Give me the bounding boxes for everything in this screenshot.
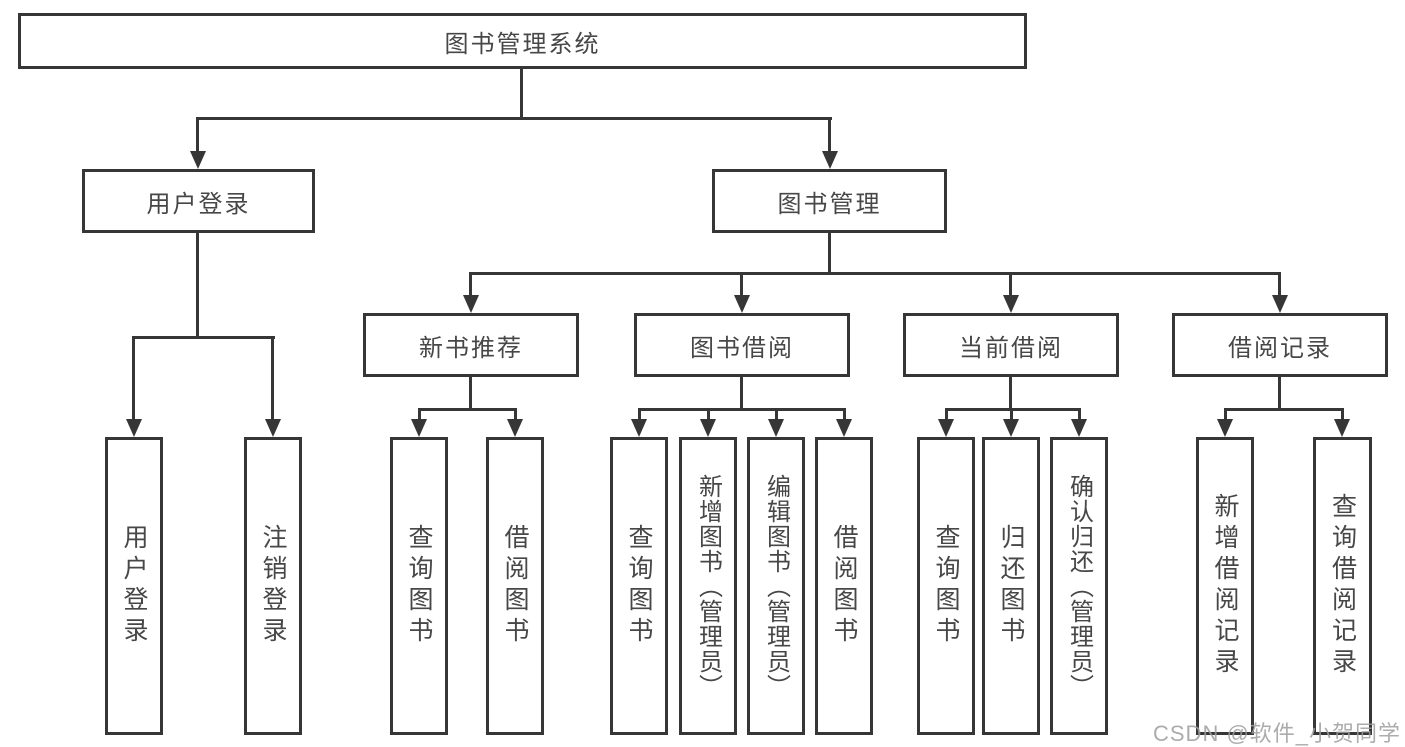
connector-line [775,408,778,421]
node-current-borrowing: 当前借阅 [903,313,1119,377]
leaf-query-borrow-record: 查询借阅记录 [1313,437,1372,735]
leaf-return-book: 归还图书 [982,437,1040,735]
node-root-library-system: 图书管理系统 [18,13,1027,69]
leaf-logout: 注销登录 [244,437,302,735]
connector-line [514,408,517,421]
down-arrowhead-icon [411,419,427,437]
connector-line [843,408,846,421]
down-arrowhead-icon [1071,419,1087,437]
leaf-query-books-current: 查询图书 [917,437,975,735]
down-arrowhead-icon [938,419,954,437]
leaf-edit-book-admin: 编辑图书（管理员） [747,437,805,735]
connector-line [1010,408,1013,421]
down-arrowhead-icon [1003,419,1019,437]
leaf-query-books-borrowing: 查询图书 [610,437,668,735]
node-borrowing-records: 借阅记录 [1172,313,1388,377]
down-arrowhead-icon [822,151,838,169]
connector-hline [1224,408,1344,411]
connector-hline [418,408,517,411]
connector-book-mgmt-stem [828,233,831,274]
down-arrowhead-icon [126,419,142,437]
connector-root-stem [520,68,523,118]
leaf-user-login: 用户登录 [105,437,163,735]
down-arrowhead-icon [190,151,206,169]
leaf-borrow-books-borrowing: 借阅图书 [815,437,873,735]
leaf-add-borrow-record: 新增借阅记录 [1196,437,1254,735]
down-arrowhead-icon [507,419,523,437]
down-arrowhead-icon [631,419,647,437]
connector-line [638,408,641,421]
down-arrowhead-icon [1217,419,1233,437]
connector-level2-hline [197,117,832,120]
watermark: CSDN @软件_小贺同学 [1153,721,1402,746]
down-arrowhead-icon [1003,295,1019,313]
down-arrowhead-icon [265,419,281,437]
connector-line [469,377,472,410]
connector-user-login-stem [196,233,199,337]
down-arrowhead-icon [463,295,479,313]
connector-line [271,336,274,420]
connector-line [1278,272,1281,297]
down-arrowhead-icon [734,295,750,313]
connector-line [1278,377,1281,410]
leaf-query-books-recommend: 查询图书 [390,437,448,735]
connector-hline [945,408,1081,411]
connector-line [740,377,743,410]
connector-level3-hline [470,272,1281,275]
connector-line [707,408,710,421]
down-arrowhead-icon [1272,295,1288,313]
connector-line [469,272,472,297]
connector-line [828,117,831,153]
node-new-book-recommend: 新书推荐 [363,313,579,377]
leaf-borrow-books-recommend: 借阅图书 [486,437,544,735]
connector-hline [638,408,846,411]
down-arrowhead-icon [768,419,784,437]
leaf-confirm-return-admin: 确认归还（管理员） [1050,437,1108,735]
node-book-management: 图书管理 [712,169,947,233]
connector-user-login-hline [133,336,275,339]
node-book-borrowing: 图书借阅 [634,313,850,377]
connector-line [1341,408,1344,421]
leaf-add-book-admin: 新增图书（管理员） [679,437,737,735]
connector-line [1009,377,1012,410]
connector-line [945,408,948,421]
connector-line [196,117,199,153]
connector-line [1224,408,1227,421]
connector-line [740,272,743,297]
down-arrowhead-icon [700,419,716,437]
down-arrowhead-icon [836,419,852,437]
connector-line [1078,408,1081,421]
connector-line [132,336,135,420]
connector-line [418,408,421,421]
down-arrowhead-icon [1334,419,1350,437]
connector-line [1009,272,1012,297]
node-user-login: 用户登录 [82,169,315,233]
